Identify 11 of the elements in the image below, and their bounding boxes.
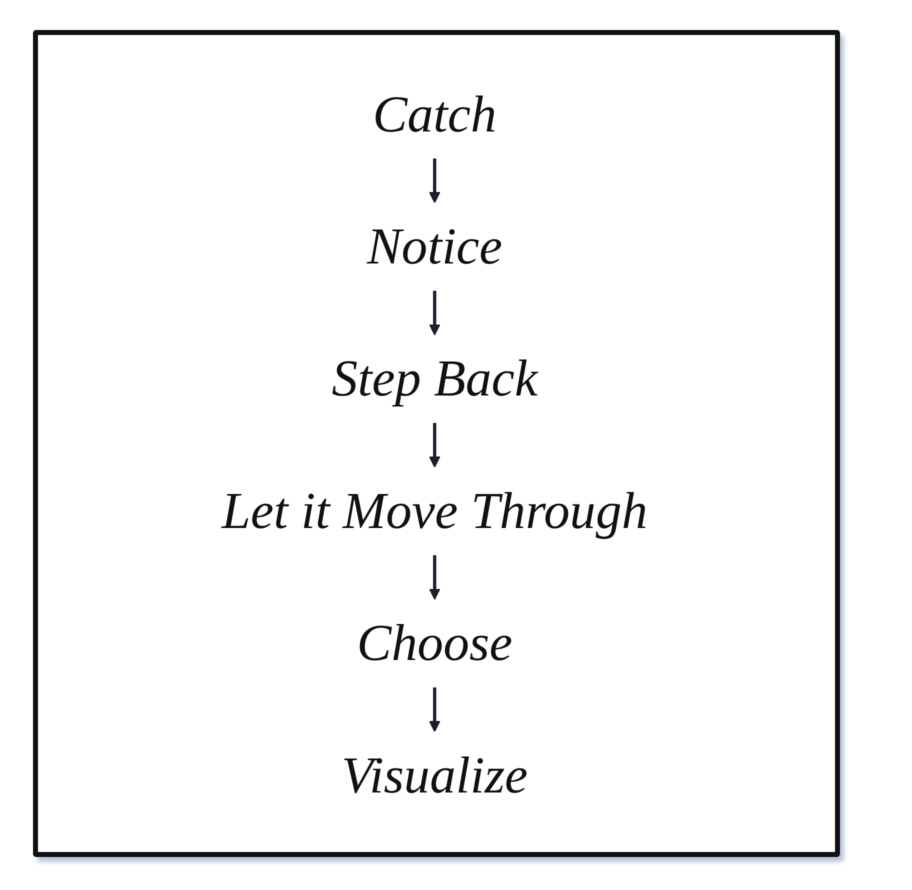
node-text: Notice — [367, 216, 503, 276]
arrow — [429, 555, 441, 600]
arrow — [429, 290, 441, 336]
node-text: Let it Move Through — [222, 481, 648, 540]
node-text: Catch — [373, 84, 497, 143]
arrow — [429, 687, 441, 732]
node-text: Visualize — [342, 746, 528, 804]
arrow — [429, 158, 441, 204]
arrow — [429, 422, 441, 468]
node-text: Choose — [357, 614, 513, 672]
node-text: Step Back — [332, 349, 538, 408]
